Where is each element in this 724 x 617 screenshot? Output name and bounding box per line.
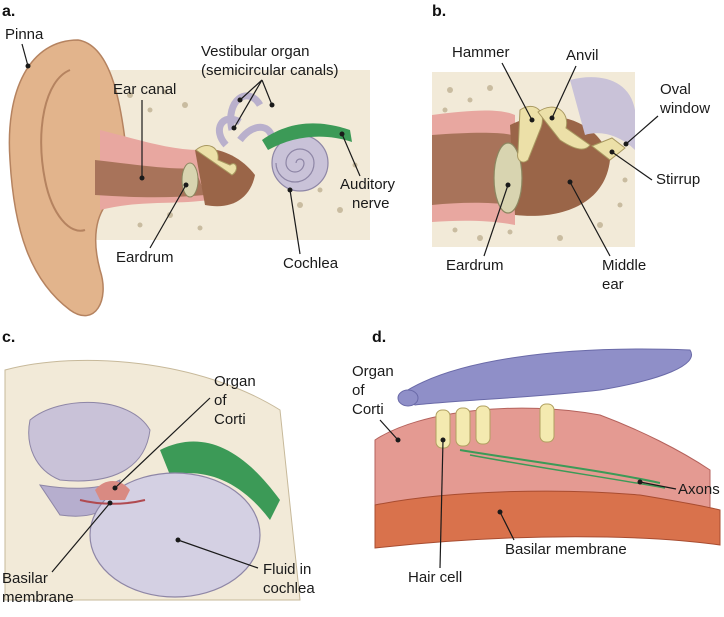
ossicles-a — [195, 145, 237, 176]
organ-of-corti-d-label-line3: Corti — [352, 401, 384, 418]
vestibular-label-line1: Vestibular organ — [201, 43, 309, 60]
axons-label: Axons — [678, 481, 720, 498]
pinna-shape — [8, 39, 126, 317]
panel-d-illustration — [374, 348, 721, 549]
fluid-label-line1: Fluid in — [263, 561, 311, 578]
vestibular-label-line2: (semicircular canals) — [201, 62, 339, 79]
ear-canal — [95, 160, 205, 198]
auditory-nerve-a — [262, 123, 352, 150]
eardrum-label-b: Eardrum — [446, 257, 504, 274]
organ-of-corti-d-label-line2: of — [352, 382, 365, 399]
oval-window-label-line2: window — [659, 100, 710, 117]
middle-ear-label-line2: ear — [602, 276, 624, 293]
panel-c-letter: c. — [2, 329, 15, 346]
pinna-label: Pinna — [5, 26, 44, 43]
organ-of-corti-c-label-line3: Corti — [214, 411, 246, 428]
cochlea-label: Cochlea — [283, 255, 339, 272]
ear-canal-b — [432, 132, 512, 205]
stirrup-label: Stirrup — [656, 171, 700, 188]
middle-ear-cavity — [195, 148, 255, 207]
ear-canal-label: Ear canal — [113, 81, 176, 98]
hammer-label: Hammer — [452, 44, 510, 61]
anvil-label: Anvil — [566, 47, 599, 64]
basilar-membrane-d-label: Basilar membrane — [505, 541, 627, 558]
axon-fibers-2 — [469, 454, 666, 489]
hair-cell-label: Hair cell — [408, 569, 462, 586]
eardrum-a — [181, 162, 199, 198]
panel-b-letter: b. — [432, 3, 446, 20]
inner-ear-b — [570, 77, 635, 150]
auditory-nerve-label-line1: Auditory — [340, 176, 396, 193]
organ-of-corti-c-label-line2: of — [214, 392, 227, 409]
oval-window-label-line1: Oval — [660, 81, 691, 98]
tectorial-tip — [397, 389, 419, 407]
eardrum-b — [493, 142, 523, 214]
panel-a-illustration — [8, 39, 370, 317]
pinna-fold — [40, 69, 86, 232]
hammer-bone — [517, 105, 543, 163]
panel-a-letter: a. — [2, 3, 15, 20]
panel-b-bone-pores — [442, 85, 628, 241]
panel-b-illustration — [432, 72, 635, 247]
eardrum-label-a: Eardrum — [116, 249, 174, 266]
upper-chamber — [28, 401, 151, 482]
auditory-nerve-label-line2: nerve — [352, 195, 390, 212]
basilar-membrane-c — [79, 499, 146, 505]
panel-d-letter: d. — [372, 329, 386, 346]
organ-of-corti-d-label-line1: Organ — [352, 363, 394, 380]
stirrup-bone — [591, 137, 626, 161]
basilar-membrane-d — [374, 490, 721, 549]
hair-cells — [435, 403, 555, 449]
organ-of-corti-c-label-line1: Organ — [214, 373, 256, 390]
cochlea-tube-nerve — [160, 441, 280, 520]
organ-of-corti-c — [95, 481, 130, 500]
tectorial-membrane — [399, 348, 692, 406]
basilar-membrane-c-label-line1: Basilar — [2, 570, 48, 587]
cochlea-spiral — [275, 148, 315, 183]
axon-fibers — [459, 449, 661, 484]
basilar-membrane-c-label-line2: membrane — [2, 589, 74, 606]
middle-ear-label-line1: Middle — [602, 257, 646, 274]
fluid-label-line2: cochlea — [263, 580, 315, 597]
lower-chamber-fluid — [89, 472, 261, 598]
panel-c-illustration — [4, 359, 301, 601]
